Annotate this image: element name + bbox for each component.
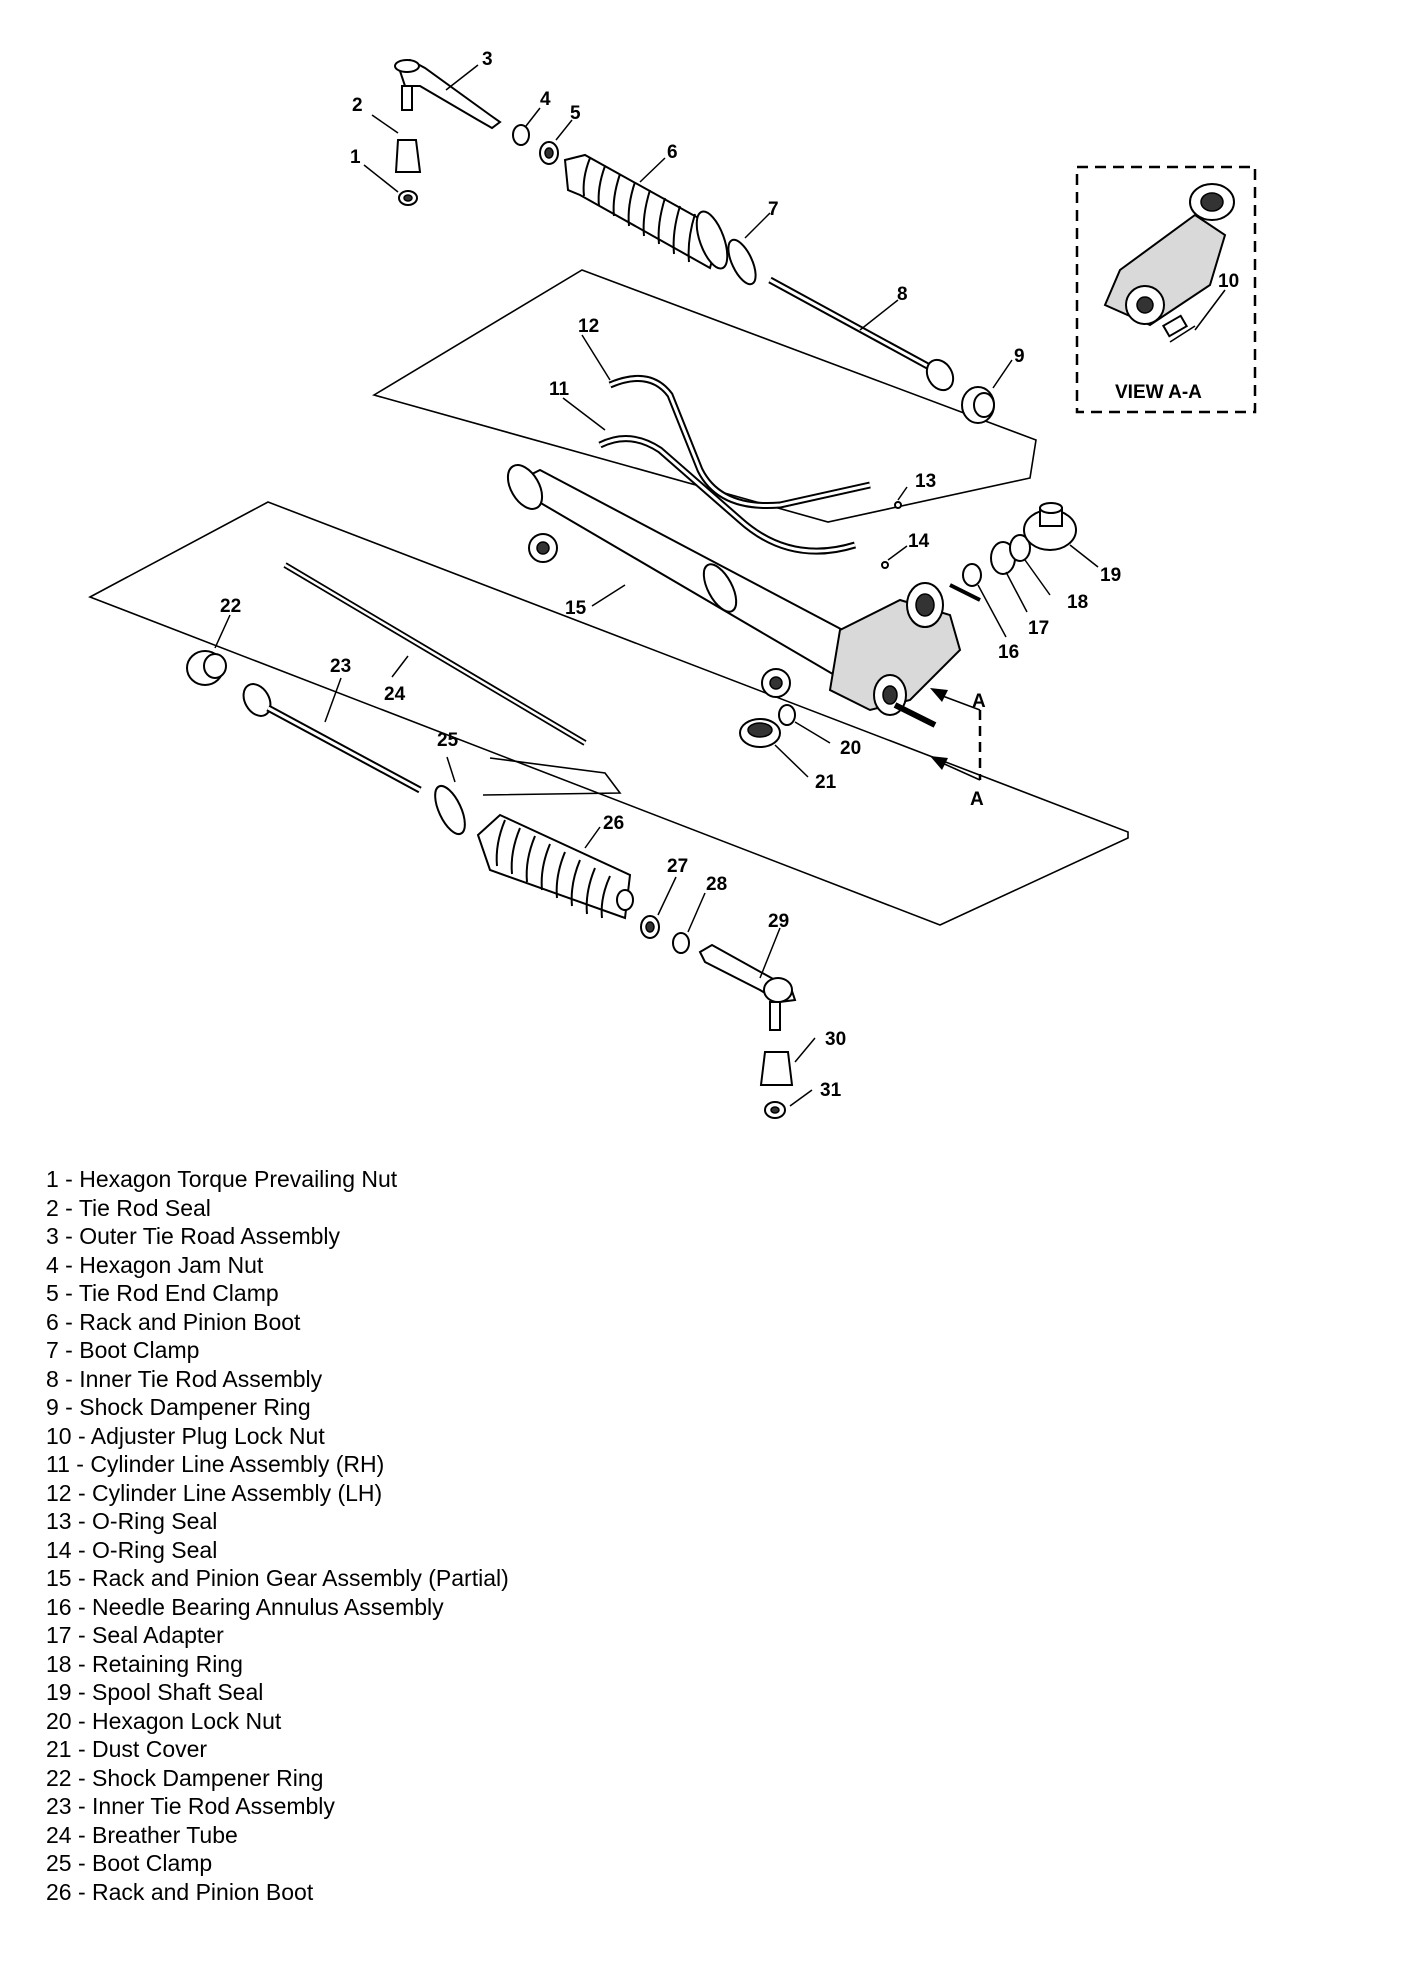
callout-19: 19: [1100, 565, 1121, 586]
legend-item: 12 - Cylinder Line Assembly (LH): [46, 1479, 383, 1506]
callout-16: 16: [998, 642, 1019, 663]
legend-item: 2 - Tie Rod Seal: [46, 1194, 211, 1221]
view-a-a-inset: 10 VIEW A-A: [1075, 165, 1257, 414]
legend-item: 15 - Rack and Pinion Gear Assembly (Part…: [46, 1565, 509, 1591]
callout-28: 28: [706, 874, 727, 895]
callout-26: 26: [603, 813, 624, 834]
legend-item: 24 - Breather Tube: [46, 1821, 238, 1848]
callout-18: 18: [1067, 592, 1088, 613]
callout-25: 25: [437, 730, 459, 751]
legend-item: 22 - Shock Dampener Ring: [46, 1764, 324, 1791]
callout-9: 9: [1014, 346, 1025, 367]
spool-seal-parts: [962, 502, 1077, 587]
legend-item: 16 - Needle Bearing Annulus Assembly: [46, 1593, 444, 1620]
section-marker-top: A: [972, 691, 986, 712]
legend-item: 18 - Retaining Ring: [46, 1650, 243, 1677]
legend-item: 20 - Hexagon Lock Nut: [46, 1707, 282, 1734]
callout-20: 20: [840, 738, 861, 759]
section-marker-bottom: A: [970, 789, 984, 810]
upper-group-frame: [371, 269, 1037, 523]
legend-item: 19 - Spool Shaft Seal: [46, 1679, 264, 1705]
callout-24: 24: [384, 684, 406, 705]
lock-nut-and-dust-cover: [739, 704, 796, 748]
view-callout-10: 10: [1218, 271, 1239, 292]
callout-29: 29: [768, 911, 789, 932]
legend-item: 10 - Adjuster Plug Lock Nut: [46, 1422, 325, 1449]
parts-legend: 1 - Hexagon Torque Prevailing Nut 2 - Ti…: [46, 1165, 509, 1906]
callout-27: 27: [667, 856, 688, 877]
o-ring-seals: [881, 501, 902, 569]
rack-housing: [506, 464, 981, 728]
legend-item: 3 - Outer Tie Road Assembly: [46, 1223, 341, 1249]
legend-item: 25 - Boot Clamp: [46, 1850, 213, 1876]
legend-item: 5 - Tie Rod End Clamp: [46, 1280, 279, 1306]
legend-item: 9 - Shock Dampener Ring: [46, 1394, 311, 1420]
callout-11: 11: [549, 379, 570, 400]
callout-21: 21: [815, 772, 837, 793]
view-a-a-label: VIEW A-A: [1115, 382, 1202, 403]
legend-item: 1 - Hexagon Torque Prevailing Nut: [46, 1166, 398, 1192]
rack-and-pinion-boot-lower: [434, 784, 634, 920]
callout-5: 5: [570, 103, 581, 124]
lower-group-frame: [88, 501, 1129, 926]
callout-leaders: [214, 64, 1099, 1107]
outer-tie-rod-lower: [640, 915, 797, 1119]
callout-22: 22: [220, 596, 241, 617]
callout-31: 31: [820, 1080, 842, 1101]
callout-12: 12: [578, 316, 599, 337]
exploded-parts-diagram: 10 VIEW A-A A A: [88, 49, 1257, 1119]
legend-item: 17 - Seal Adapter: [46, 1622, 224, 1648]
inner-tie-rod-lower: [186, 650, 422, 794]
callout-14: 14: [908, 531, 930, 552]
inner-tie-rod-upper: [768, 276, 995, 424]
callout-1: 1: [350, 147, 361, 168]
outer-tie-rod-upper: [394, 58, 559, 206]
callout-numbers: 1 2 3 4 5 6 7 8 9 11 12 13 14 15 16 17 1…: [220, 49, 1121, 1101]
callout-23: 23: [330, 656, 351, 677]
callout-30: 30: [825, 1029, 846, 1050]
callout-4: 4: [540, 89, 551, 110]
callout-13: 13: [915, 471, 936, 492]
section-arrows: A A: [930, 688, 986, 810]
legend-item: 7 - Boot Clamp: [46, 1337, 200, 1363]
legend-item: 23 - Inner Tie Rod Assembly: [46, 1793, 335, 1819]
legend-item: 26 - Rack and Pinion Boot: [46, 1878, 314, 1905]
legend-item: 21 - Dust Cover: [46, 1736, 208, 1762]
callout-17: 17: [1028, 618, 1049, 639]
cylinder-lines: [598, 375, 871, 555]
callout-3: 3: [482, 49, 493, 70]
callout-7: 7: [768, 199, 779, 220]
legend-item: 13 - O-Ring Seal: [46, 1508, 218, 1534]
callout-2: 2: [352, 95, 363, 116]
rack-and-pinion-boot-upper: [563, 153, 757, 286]
callout-6: 6: [667, 142, 678, 163]
breather-tube: [283, 562, 622, 796]
legend-item: 4 - Hexagon Jam Nut: [46, 1251, 264, 1278]
callout-8: 8: [897, 284, 908, 305]
legend-item: 11 - Cylinder Line Assembly (RH): [46, 1451, 385, 1477]
callout-15: 15: [565, 598, 587, 619]
legend-item: 14 - O-Ring Seal: [46, 1536, 218, 1563]
legend-item: 6 - Rack and Pinion Boot: [46, 1308, 301, 1335]
legend-item: 8 - Inner Tie Rod Assembly: [46, 1365, 323, 1392]
